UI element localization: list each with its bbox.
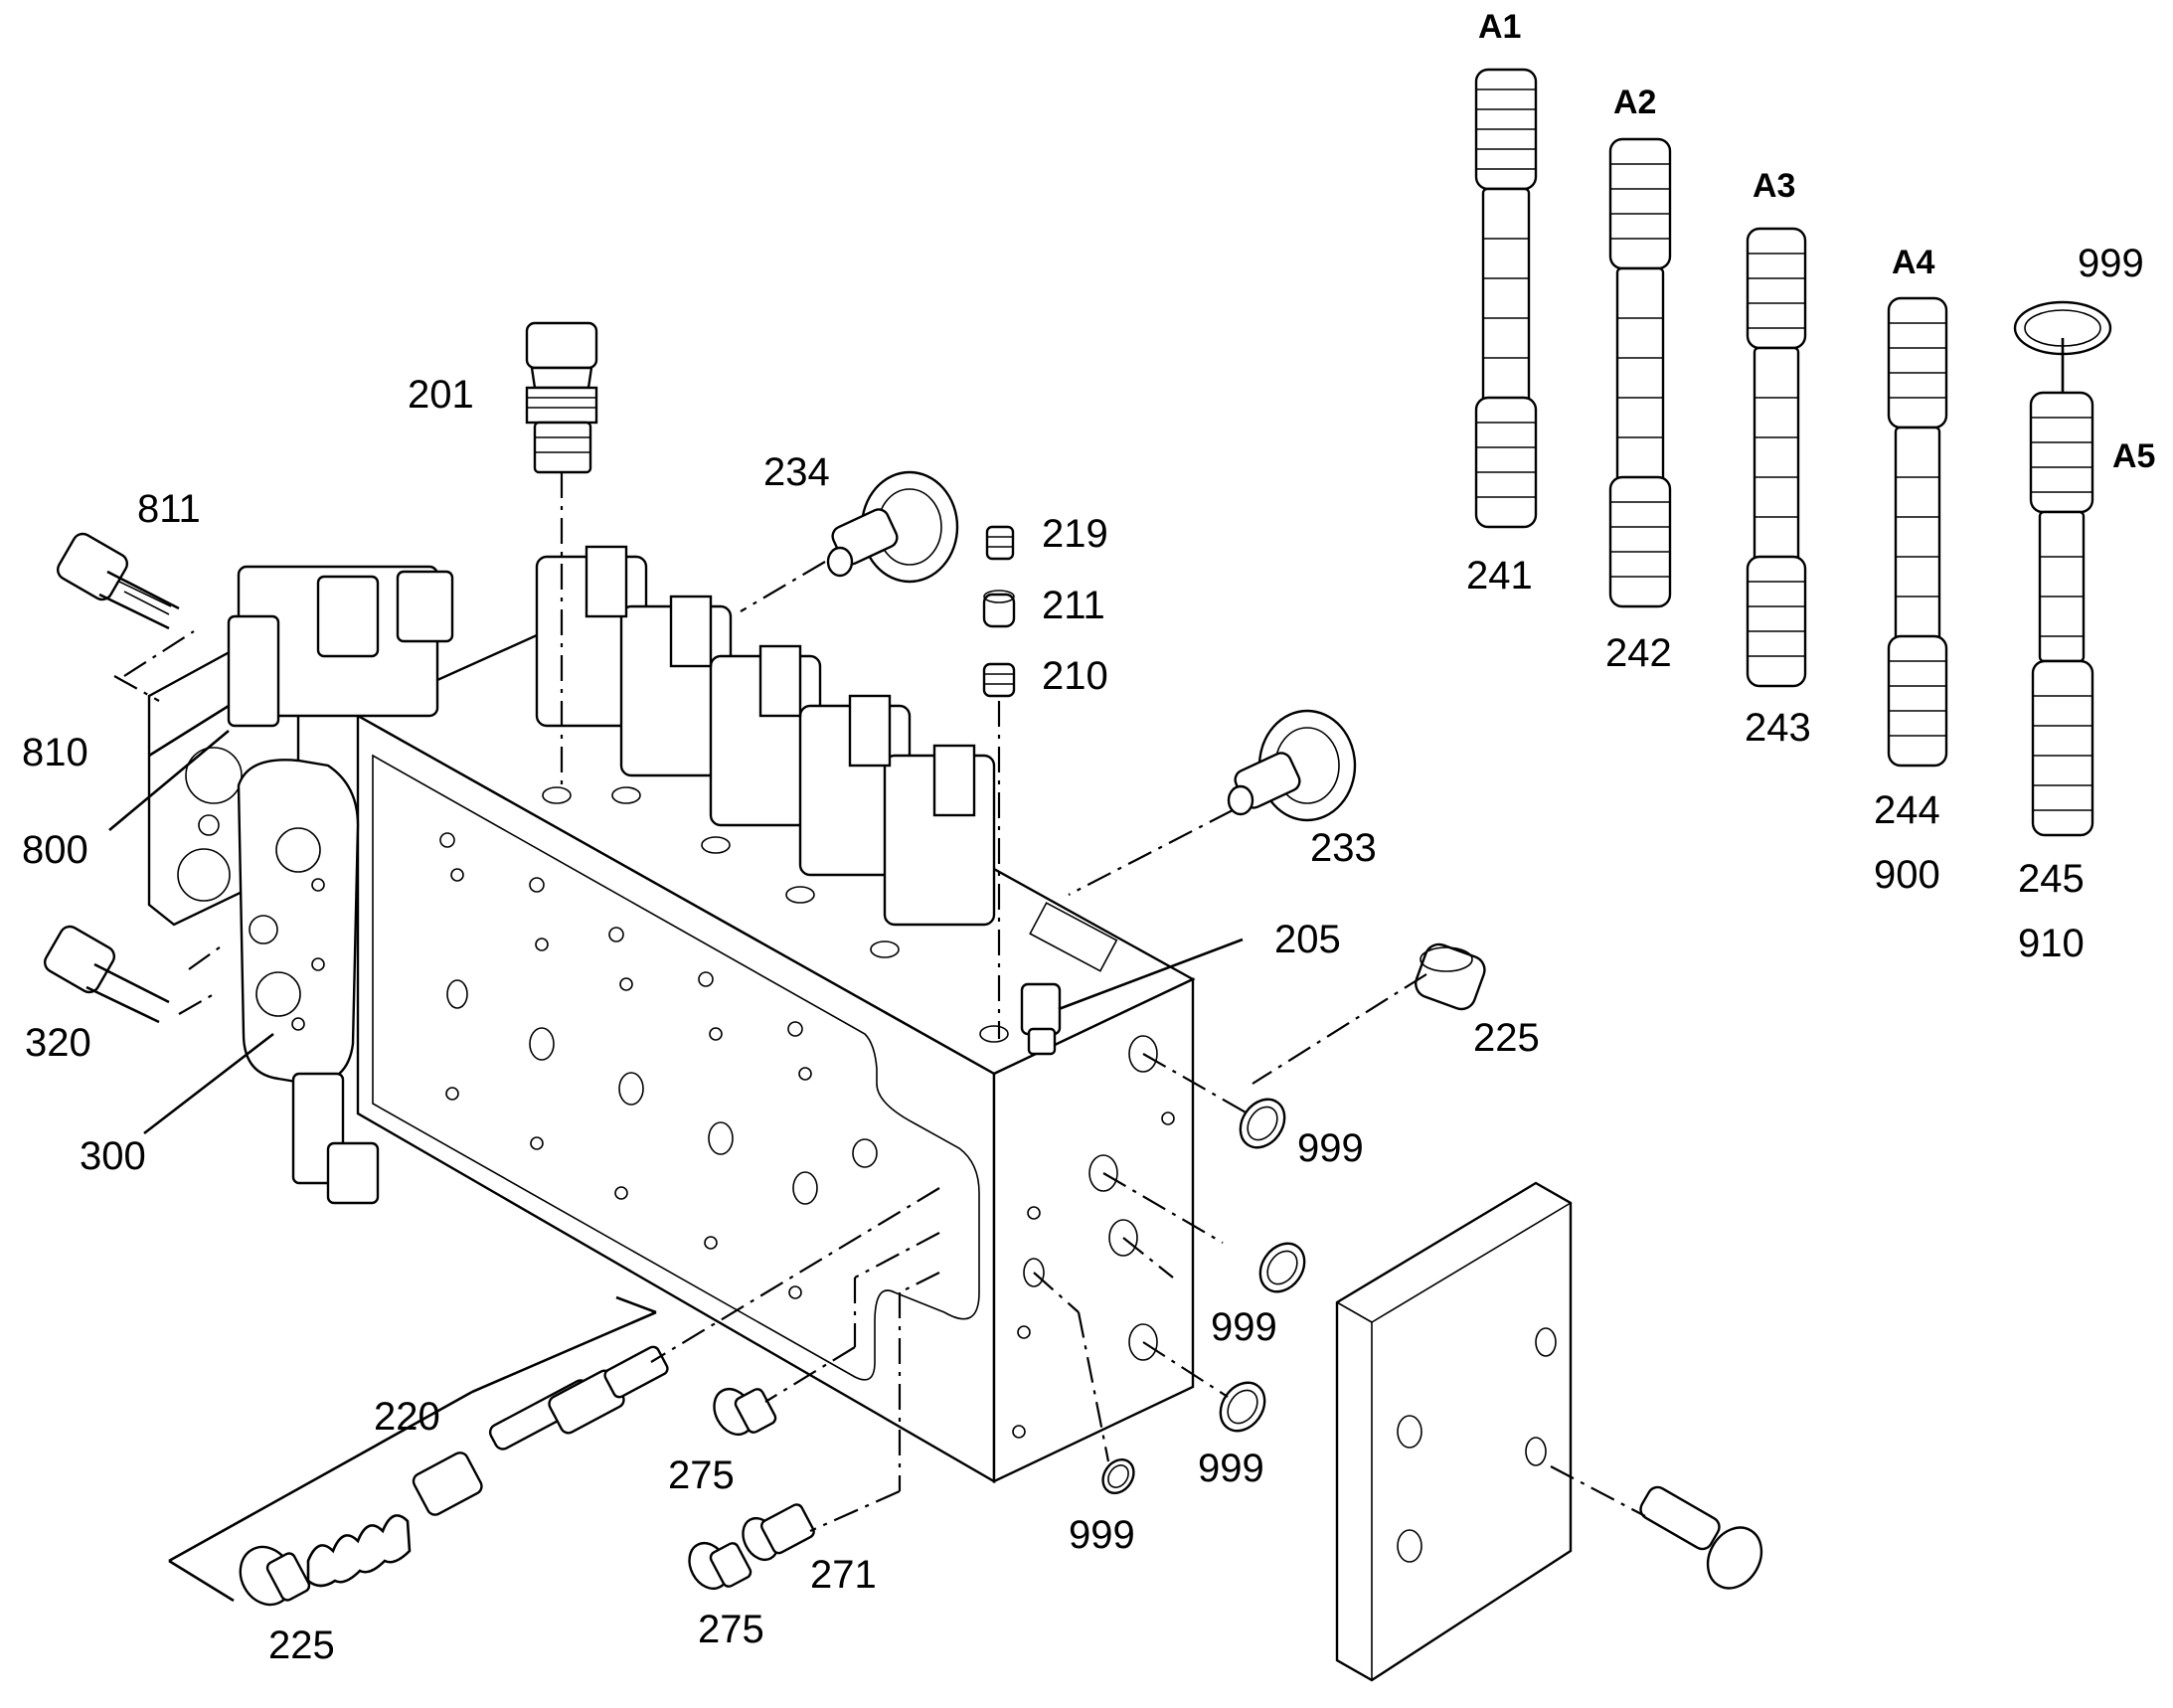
label-A5: A5 (2112, 437, 2155, 475)
bolt-811 (56, 532, 180, 630)
spring-220 (306, 1514, 412, 1588)
label-811: 811 (137, 487, 201, 531)
label-243: 243 (1745, 706, 1811, 750)
plug-225-right (1415, 942, 1486, 1011)
spool-220 (412, 1345, 669, 1516)
plug-275-upper (713, 1387, 777, 1437)
label-225-left: 225 (268, 1623, 335, 1667)
spool-labels: A1 A2 A3 A4 A5 (1478, 8, 2155, 475)
top-face-holes (542, 786, 1118, 1043)
spool-A5 (2029, 354, 2094, 837)
label-910: 910 (2018, 922, 2085, 965)
label-225-right: 225 (1473, 1016, 1540, 1060)
front-face-ports (439, 832, 878, 1299)
label-210: 210 (1042, 654, 1108, 698)
fitting-271 (742, 1503, 815, 1562)
label-810: 810 (22, 731, 88, 774)
plug-225-left (239, 1545, 311, 1607)
spool-A2 (1608, 137, 1672, 608)
label-A4: A4 (1892, 244, 1935, 281)
label-A3: A3 (1753, 167, 1795, 205)
plug-211 (982, 590, 1016, 628)
label-220: 220 (374, 1395, 440, 1439)
label-275-upper: 275 (668, 1453, 735, 1497)
label-A1: A1 (1478, 8, 1521, 46)
label-201: 201 (408, 373, 474, 417)
label-242: 242 (1605, 631, 1672, 675)
label-999-b: 999 (1211, 1305, 1277, 1349)
cover-plate (1335, 1181, 1573, 1682)
bolt-320 (43, 925, 170, 1024)
label-300: 300 (80, 1134, 146, 1178)
label-999-d: 999 (1069, 1513, 1135, 1557)
plug-275-lower (688, 1541, 752, 1591)
label-275-lower: 275 (698, 1608, 764, 1651)
assembly-centerlines (113, 472, 1646, 1533)
plug-201 (525, 321, 598, 474)
label-999-e: 999 (2078, 242, 2144, 285)
fitting-205 (1020, 982, 1062, 1056)
label-211: 211 (1042, 584, 1105, 627)
inlet-section (147, 565, 454, 1205)
spool-A3 (1746, 227, 1807, 688)
cover-screw (1639, 1485, 1763, 1590)
label-900: 900 (1874, 853, 1940, 897)
check-valve-233 (1227, 709, 1357, 822)
right-face-ports (1012, 1035, 1175, 1439)
check-valve-234 (826, 470, 959, 584)
plug-210 (982, 662, 1016, 698)
label-999-a: 999 (1297, 1126, 1364, 1170)
leader-lines (108, 338, 2065, 1603)
label-A2: A2 (1613, 84, 1656, 121)
label-271: 271 (810, 1553, 877, 1597)
part-labels: 201 234 219 211 210 233 205 225 225 811 … (22, 242, 2144, 1667)
label-999-c: 999 (1198, 1447, 1264, 1490)
valve-end-caps (535, 545, 996, 927)
label-205: 205 (1274, 918, 1341, 961)
label-241: 241 (1466, 554, 1533, 598)
label-245: 245 (2018, 857, 2085, 901)
orings-999 (1101, 300, 2112, 1494)
spool-A1 (1474, 68, 1538, 529)
label-233: 233 (1310, 826, 1377, 870)
label-800: 800 (22, 828, 88, 872)
label-234: 234 (763, 450, 830, 494)
plug-219 (985, 525, 1015, 561)
label-320: 320 (25, 1021, 91, 1065)
label-244: 244 (1874, 788, 1940, 832)
label-219: 219 (1042, 512, 1108, 556)
control-valve-block (355, 545, 1196, 1484)
spool-A4 (1887, 296, 1948, 768)
